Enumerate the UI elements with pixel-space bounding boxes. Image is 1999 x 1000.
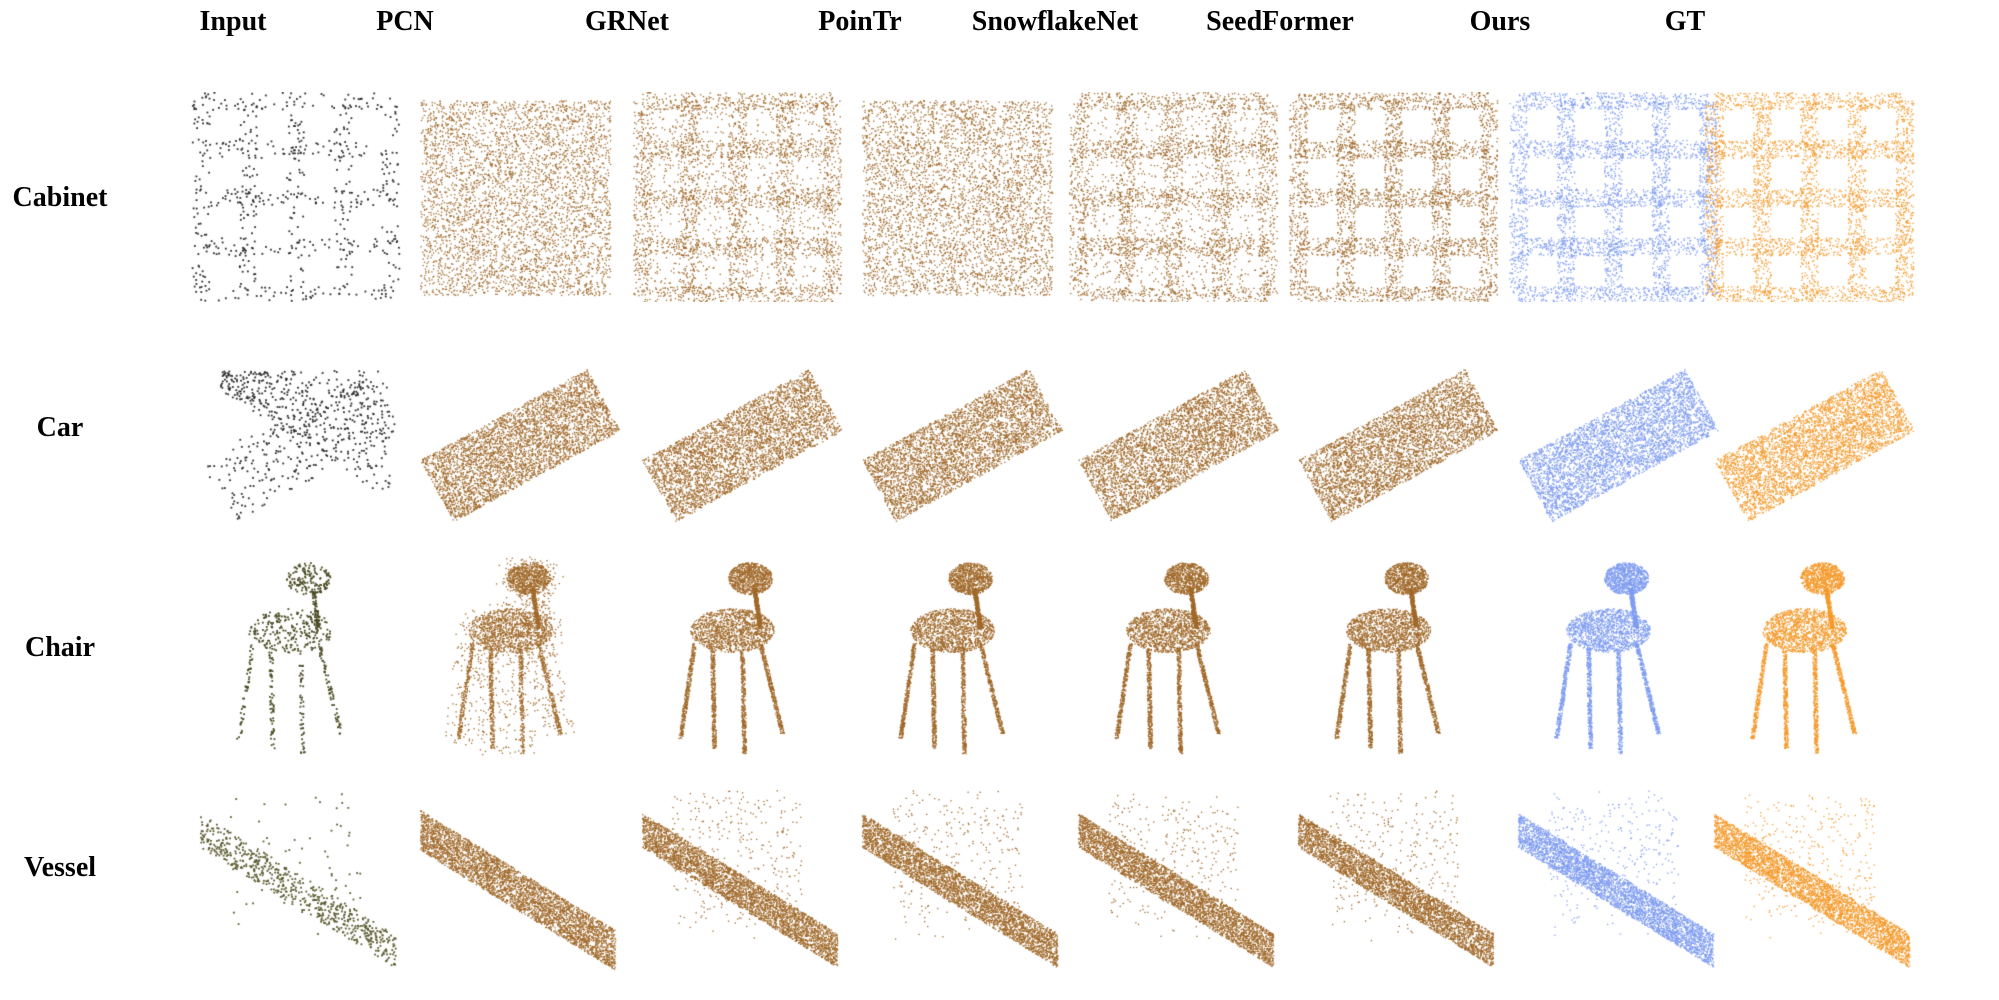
column-header-pointr: PoinTr <box>818 6 902 37</box>
point-cloud-chair-seedformer <box>1288 548 1508 758</box>
point-cloud-car-grnet <box>632 340 852 550</box>
column-header-input: Input <box>199 6 267 37</box>
row-label-car: Car <box>36 412 84 443</box>
point-cloud-cabinet-gt <box>1704 92 1924 302</box>
column-header-gt: GT <box>1664 6 1706 37</box>
column-header-ours: Ours <box>1469 6 1531 37</box>
point-cloud-car-gt <box>1704 340 1924 550</box>
point-cloud-car-ours <box>1508 340 1728 550</box>
point-cloud-vessel-pcn <box>410 790 630 1000</box>
point-cloud-vessel-grnet <box>632 790 852 1000</box>
column-header-grnet: GRNet <box>585 6 669 37</box>
point-cloud-vessel-gt <box>1704 790 1924 1000</box>
point-cloud-cabinet-snowflakenet <box>1068 92 1288 302</box>
point-cloud-car-snowflakenet <box>1068 340 1288 550</box>
point-cloud-cabinet-seedformer <box>1288 92 1508 302</box>
point-cloud-cabinet-pointr <box>852 92 1072 302</box>
point-cloud-chair-input <box>190 548 410 758</box>
point-cloud-chair-ours <box>1508 548 1728 758</box>
point-cloud-cabinet-ours <box>1508 92 1728 302</box>
column-header-pcn: PCN <box>376 6 434 37</box>
column-header-seedformer: SeedFormer <box>1206 6 1354 37</box>
point-cloud-car-seedformer <box>1288 340 1508 550</box>
point-cloud-car-input <box>190 340 410 550</box>
column-header-snowflakenet: SnowflakeNet <box>971 6 1139 37</box>
point-cloud-chair-pcn <box>410 548 630 758</box>
point-cloud-cabinet-pcn <box>410 92 630 302</box>
point-cloud-vessel-pointr <box>852 790 1072 1000</box>
point-cloud-vessel-input <box>190 790 410 1000</box>
point-cloud-vessel-seedformer <box>1288 790 1508 1000</box>
row-label-cabinet: Cabinet <box>12 182 108 213</box>
point-cloud-chair-gt <box>1704 548 1924 758</box>
point-cloud-cabinet-input <box>190 92 410 302</box>
point-cloud-car-pointr <box>852 340 1072 550</box>
point-cloud-chair-snowflakenet <box>1068 548 1288 758</box>
point-cloud-chair-pointr <box>852 548 1072 758</box>
row-label-chair: Chair <box>25 632 95 663</box>
point-cloud-chair-grnet <box>632 548 852 758</box>
point-cloud-cabinet-grnet <box>632 92 852 302</box>
row-label-vessel: Vessel <box>23 852 97 883</box>
point-cloud-vessel-snowflakenet <box>1068 790 1288 1000</box>
point-cloud-car-pcn <box>410 340 630 550</box>
point-cloud-vessel-ours <box>1508 790 1728 1000</box>
